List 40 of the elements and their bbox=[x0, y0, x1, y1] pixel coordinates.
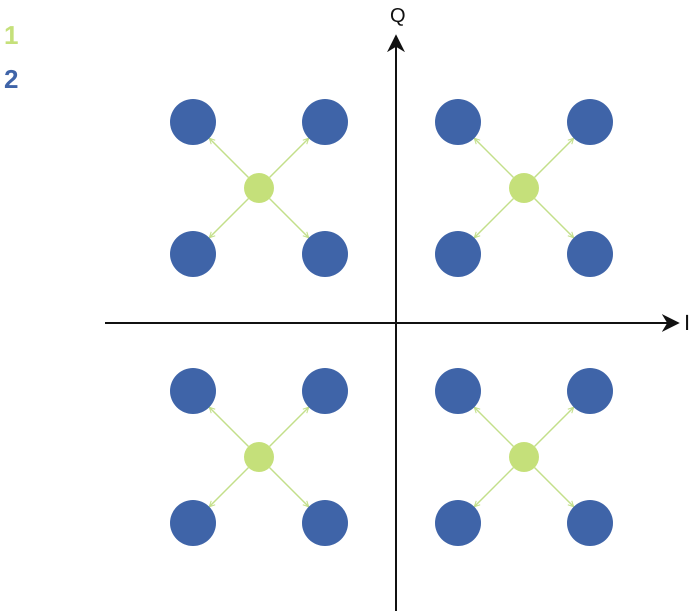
arrow bbox=[474, 406, 514, 447]
axis-label: I bbox=[684, 312, 690, 334]
legend-number: 1 bbox=[4, 22, 18, 48]
constellation-point bbox=[302, 368, 348, 414]
arrow bbox=[208, 138, 249, 178]
arrow bbox=[208, 198, 249, 238]
constellation-point bbox=[509, 442, 539, 472]
constellation-point bbox=[244, 173, 274, 203]
arrow bbox=[474, 467, 514, 508]
constellation-point bbox=[435, 99, 481, 145]
arrow bbox=[208, 467, 249, 508]
arrow bbox=[269, 406, 310, 447]
legend-number: 2 bbox=[4, 66, 18, 92]
arrow bbox=[534, 406, 574, 447]
constellation-point bbox=[435, 368, 481, 414]
constellation-point bbox=[170, 368, 216, 414]
constellation-point bbox=[302, 500, 348, 546]
constellation-point bbox=[567, 368, 613, 414]
arrow bbox=[269, 138, 310, 178]
arrow bbox=[534, 198, 574, 238]
arrow bbox=[269, 198, 310, 238]
arrow bbox=[474, 198, 514, 238]
constellation-point bbox=[509, 173, 539, 203]
axis-label: Q bbox=[390, 6, 406, 26]
arrow bbox=[208, 406, 249, 447]
constellation-point bbox=[302, 231, 348, 277]
constellation-point bbox=[244, 442, 274, 472]
constellation-point bbox=[567, 500, 613, 546]
constellation-point bbox=[435, 231, 481, 277]
constellation-point bbox=[567, 231, 613, 277]
constellation-point bbox=[302, 99, 348, 145]
constellation-point bbox=[435, 500, 481, 546]
arrow bbox=[534, 138, 574, 178]
constellation-point bbox=[170, 99, 216, 145]
constellation-point bbox=[567, 99, 613, 145]
constellation-point bbox=[170, 231, 216, 277]
constellation-point bbox=[170, 500, 216, 546]
arrow bbox=[534, 467, 574, 508]
arrow bbox=[269, 467, 310, 508]
arrow bbox=[474, 138, 514, 178]
